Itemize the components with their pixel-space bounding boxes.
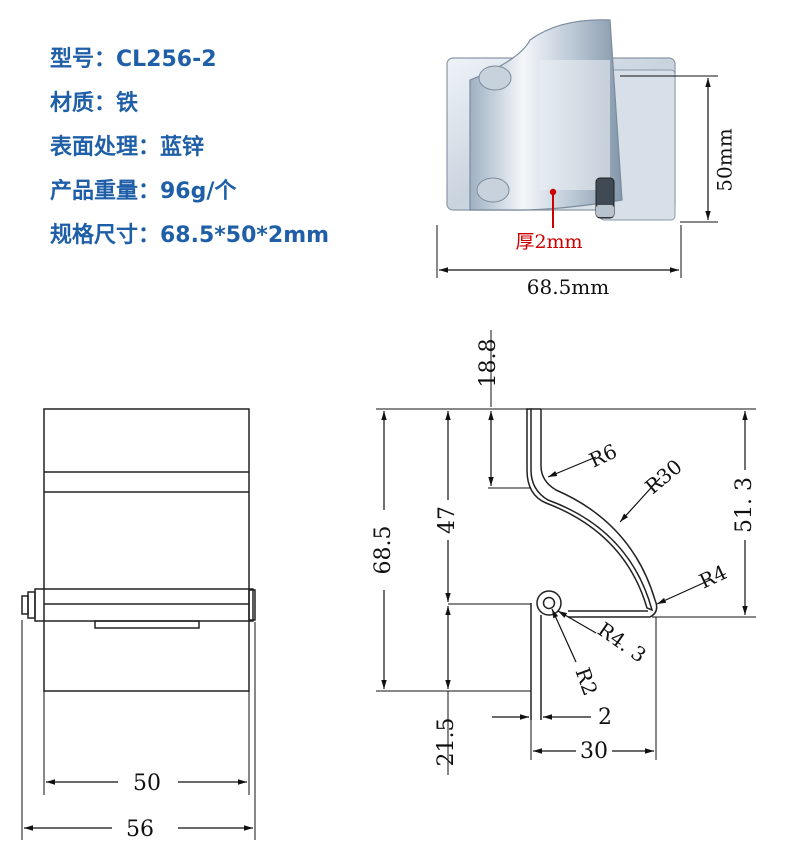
front-dim-50: 50 bbox=[43, 691, 250, 796]
side-depth-label: 30 bbox=[580, 739, 608, 764]
spec-material: 材质：铁 bbox=[50, 91, 139, 116]
spec-surface: 表面处理：蓝锌 bbox=[50, 135, 205, 160]
side-top-offset-label: 18.8 bbox=[476, 339, 501, 388]
callout-r30: R30 bbox=[619, 454, 687, 523]
spec-weight: 产品重量：96g/个 bbox=[50, 179, 237, 204]
radius-r4-3-label: R4. 3 bbox=[593, 617, 650, 667]
spec-size: 规格尺寸：68.5*50*2mm bbox=[50, 223, 330, 248]
side-upper-height-label: 47 bbox=[435, 506, 460, 534]
side-dim-18-8: 18.8 bbox=[476, 330, 531, 489]
radius-r2-label: R2 bbox=[571, 664, 603, 698]
side-dim-68-5: 68.5 bbox=[370, 408, 531, 692]
hinge-photo bbox=[446, 19, 676, 221]
side-overall-height-label: 68.5 bbox=[371, 526, 396, 575]
side-dim-21-5: 21.5 bbox=[434, 606, 459, 775]
front-view bbox=[21, 408, 256, 692]
side-thickness-label: 2 bbox=[598, 705, 612, 730]
photo-width-label: 68.5mm bbox=[527, 275, 609, 299]
photo-height-label: 50mm bbox=[713, 128, 737, 191]
photo-thickness-callout: 厚2mm bbox=[515, 188, 583, 253]
front-width-overall-label: 56 bbox=[126, 817, 154, 842]
side-dim-30: 30 bbox=[530, 617, 657, 764]
photo-dim-width: 68.5mm bbox=[436, 225, 682, 299]
photo-thickness-label: 厚2mm bbox=[515, 231, 582, 253]
front-dim-56: 56 bbox=[21, 620, 256, 842]
callout-r6: R6 bbox=[547, 439, 621, 478]
spec-model: 型号：CL256-2 bbox=[50, 47, 217, 72]
photo-dim-height: 50mm bbox=[620, 75, 737, 223]
spec-list: 型号：CL256-2 材质：铁 表面处理：蓝锌 产品重量：96g/个 规格尺寸：… bbox=[50, 38, 329, 258]
radius-r4-label: R4 bbox=[695, 560, 730, 593]
side-lower-height-label: 21.5 bbox=[434, 718, 459, 767]
side-dim-47: 47 bbox=[435, 411, 531, 605]
side-right-height-label: 51. 3 bbox=[732, 477, 757, 533]
callout-r4: R4 bbox=[656, 560, 731, 605]
front-width-inner-label: 50 bbox=[133, 771, 161, 796]
side-dim-51-3: 51. 3 bbox=[541, 408, 759, 618]
radius-r6-label: R6 bbox=[585, 439, 620, 472]
side-dim-2: 2 bbox=[492, 705, 612, 730]
side-profile bbox=[526, 408, 658, 720]
callout-r4-3: R4. 3 bbox=[557, 610, 651, 667]
